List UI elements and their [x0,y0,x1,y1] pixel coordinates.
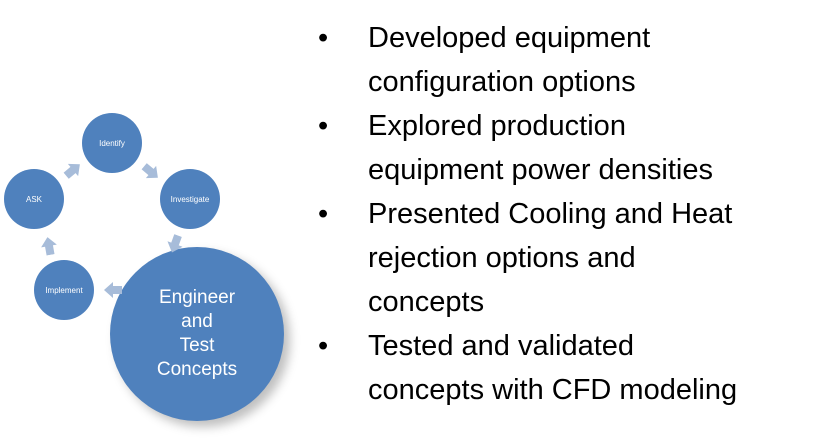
bullet-line: equipment power densities [368,154,713,186]
bullet-list: • Developed equipment configuration opti… [318,16,737,412]
bullet-icon: • [318,110,329,142]
step-label: ASK [25,194,42,204]
step-investigate: Investigate [160,169,220,229]
step-label: Investigate [170,194,210,204]
step-label-line: and [181,311,213,332]
bullet-icon: • [318,198,329,230]
step-engineer-and-test-concepts: Engineer and Test Concepts [110,247,284,421]
arrow-right-icon [63,163,80,179]
arrow-right-icon [104,282,122,298]
step-label-line: Concepts [156,359,238,380]
step-identify: Identify [82,113,142,173]
bullet-icon: • [318,330,329,362]
bullet-line: Presented Cooling and Heat [368,198,733,230]
arrow-right-icon [141,163,158,179]
arrow-right-icon [167,234,183,253]
bullet-item: • Developed equipment configuration opti… [318,16,737,104]
step-label-line: Engineer [158,287,236,308]
bullet-line: Explored production [368,110,626,142]
bullet-item: • Tested and validated concepts with CFD… [318,324,737,412]
step-implement: Implement [34,260,94,320]
step-label-line: Test [179,335,215,356]
bullet-line: concepts [368,286,485,318]
bullet-line: concepts with CFD modeling [368,374,738,406]
bullet-line: configuration options [368,66,636,98]
bullet-line: rejection options and [368,242,636,274]
arrow-right-icon [41,237,57,256]
step-label: Identify [99,138,125,148]
step-label: Implement [45,285,83,295]
bullet-icon: • [318,22,329,54]
bullet-item: • Explored production equipment power de… [318,104,737,192]
bullet-item: • Presented Cooling and Heat rejection o… [318,192,737,324]
bullet-line: Tested and validated [368,330,635,362]
bullet-line: Developed equipment [368,22,651,54]
step-ask: ASK [4,169,64,229]
